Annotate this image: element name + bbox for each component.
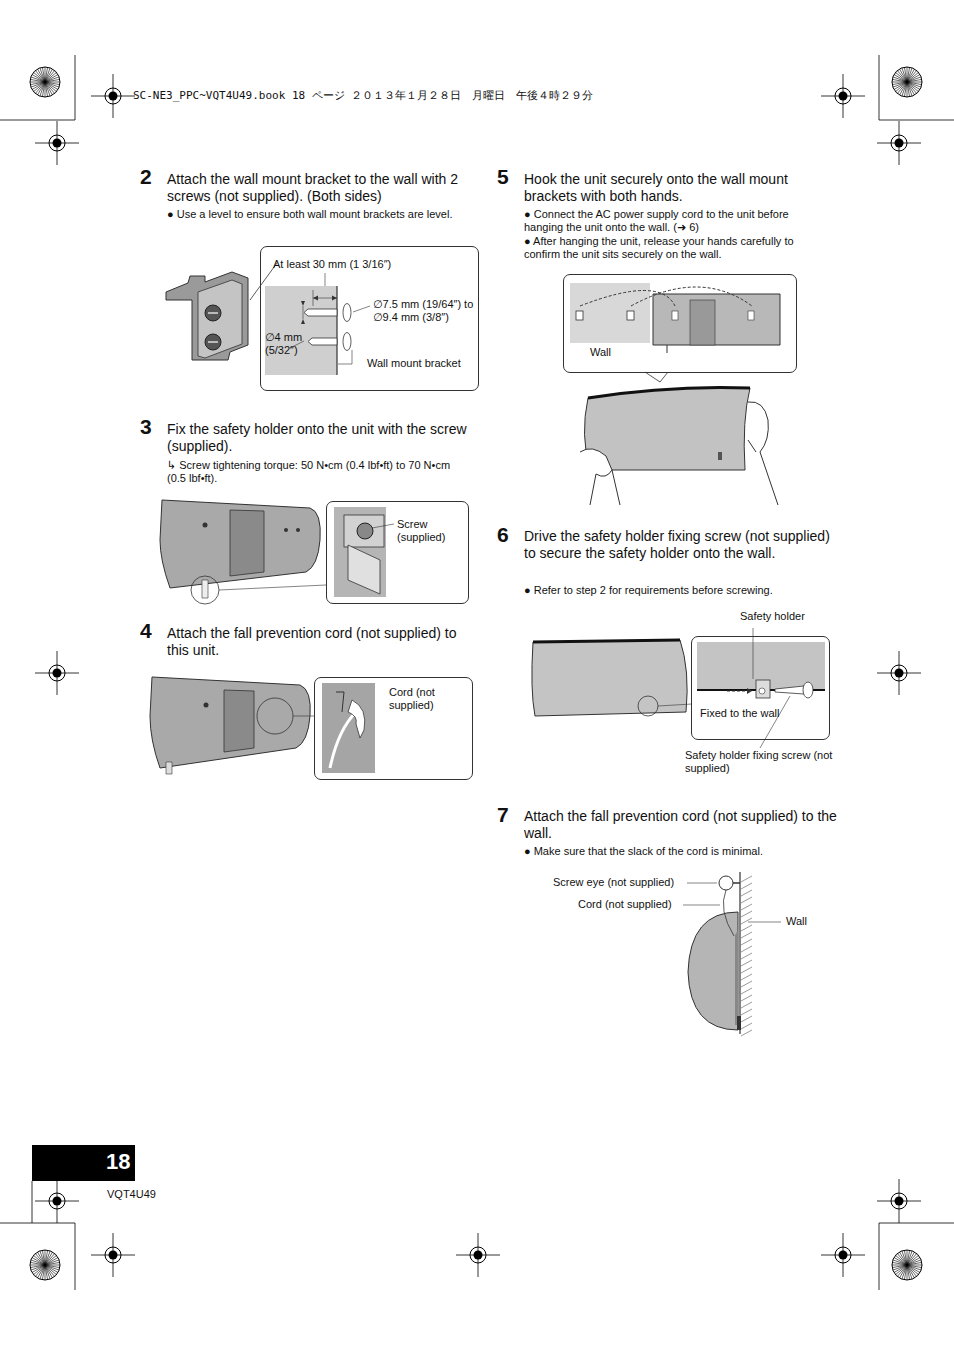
callout-label: ∅4 mm (5/32″) <box>265 331 321 357</box>
note-text: ↳ Screw tightening torque: 50 N•cm (0.4 … <box>167 459 452 485</box>
step-text: Attach the fall prevention cord (not sup… <box>167 625 479 659</box>
part-label: Safety holder fixing screw (not supplied… <box>685 749 845 775</box>
step-number: 3 <box>140 414 162 439</box>
part-label: Wall <box>786 915 826 928</box>
part-label: Screw eye (not supplied) <box>553 876 688 889</box>
step-number: 2 <box>140 164 162 189</box>
unit-rear-illustration <box>160 500 394 604</box>
registration-cross <box>35 651 79 695</box>
step-text: Fix the safety holder onto the unit with… <box>167 421 467 455</box>
registration-starburst <box>892 67 922 97</box>
callout-frame: Wall <box>563 274 797 373</box>
registration-starburst <box>892 1250 922 1280</box>
step-number: 7 <box>497 802 519 827</box>
callout-frame: Cord (not supplied) <box>314 677 473 780</box>
part-label: Cord (not supplied) <box>578 898 688 911</box>
step-number: 4 <box>140 618 162 643</box>
step-number: 6 <box>497 522 519 547</box>
part-label: Safety holder <box>740 610 830 623</box>
safety-holder-illustration <box>532 628 825 748</box>
step-number: 5 <box>497 164 519 189</box>
registration-cross <box>456 1233 500 1277</box>
registration-cross <box>877 121 921 165</box>
wall-section <box>265 273 370 375</box>
page-tab <box>32 1145 135 1181</box>
callout-label: Screw (supplied) <box>397 518 465 544</box>
registration-starburst <box>30 1250 60 1280</box>
registration-cross <box>821 74 865 118</box>
side-view-illustration <box>683 872 781 1036</box>
registration-cross <box>821 1233 865 1277</box>
callout-frame: Fixed to the wall <box>691 636 830 740</box>
registration-marks <box>30 67 922 1280</box>
step-text: Drive the safety holder fixing screw (no… <box>524 528 834 562</box>
unit-rear-illustration <box>150 677 375 774</box>
doc-code: VQT4U49 <box>107 1188 187 1201</box>
step-text: Attach the fall prevention cord (not sup… <box>524 808 842 842</box>
callout-label: ∅7.5 mm (19/64″) to ∅9.4 mm (3/8″) <box>373 298 475 324</box>
note-text: ● After hanging the unit, release your h… <box>524 235 829 261</box>
callout-label: Wall <box>590 346 630 359</box>
registration-cross <box>877 1179 921 1223</box>
step-text: Hook the unit securely onto the wall mou… <box>524 171 824 205</box>
callout-label: Fixed to the wall <box>700 707 825 720</box>
registration-cross <box>35 121 79 165</box>
page-number: 18 <box>106 1149 134 1175</box>
header-text: SC-NE3_PPC~VQT4U49.book 18 ページ ２０１３年１月２８… <box>133 89 693 102</box>
registration-cross <box>91 1233 135 1277</box>
callout-label: At least 30 mm (1 3/16″) <box>273 258 413 271</box>
callout-label: Wall mount bracket <box>367 357 472 370</box>
registration-cross <box>877 651 921 695</box>
hanging-illustration <box>570 283 780 505</box>
callout-label: Cord (not supplied) <box>389 686 469 712</box>
note-text: ● Refer to step 2 for requirements befor… <box>524 584 824 597</box>
step-text: Attach the wall mount bracket to the wal… <box>167 171 472 205</box>
note-text: ● Use a level to ensure both wall mount … <box>167 208 467 221</box>
crop-marks <box>0 55 954 1290</box>
registration-starburst <box>30 67 60 97</box>
note-text: ● Make sure that the slack of the cord i… <box>524 845 824 858</box>
registration-cross <box>91 74 135 118</box>
note-text: ● Connect the AC power supply cord to th… <box>524 208 829 234</box>
callout-frame: At least 30 mm (1 3/16″) ∅7.5 mm (19/64″)… <box>260 246 479 391</box>
registration-cross <box>35 1179 79 1223</box>
callout-frame: Screw (supplied) <box>326 501 469 604</box>
